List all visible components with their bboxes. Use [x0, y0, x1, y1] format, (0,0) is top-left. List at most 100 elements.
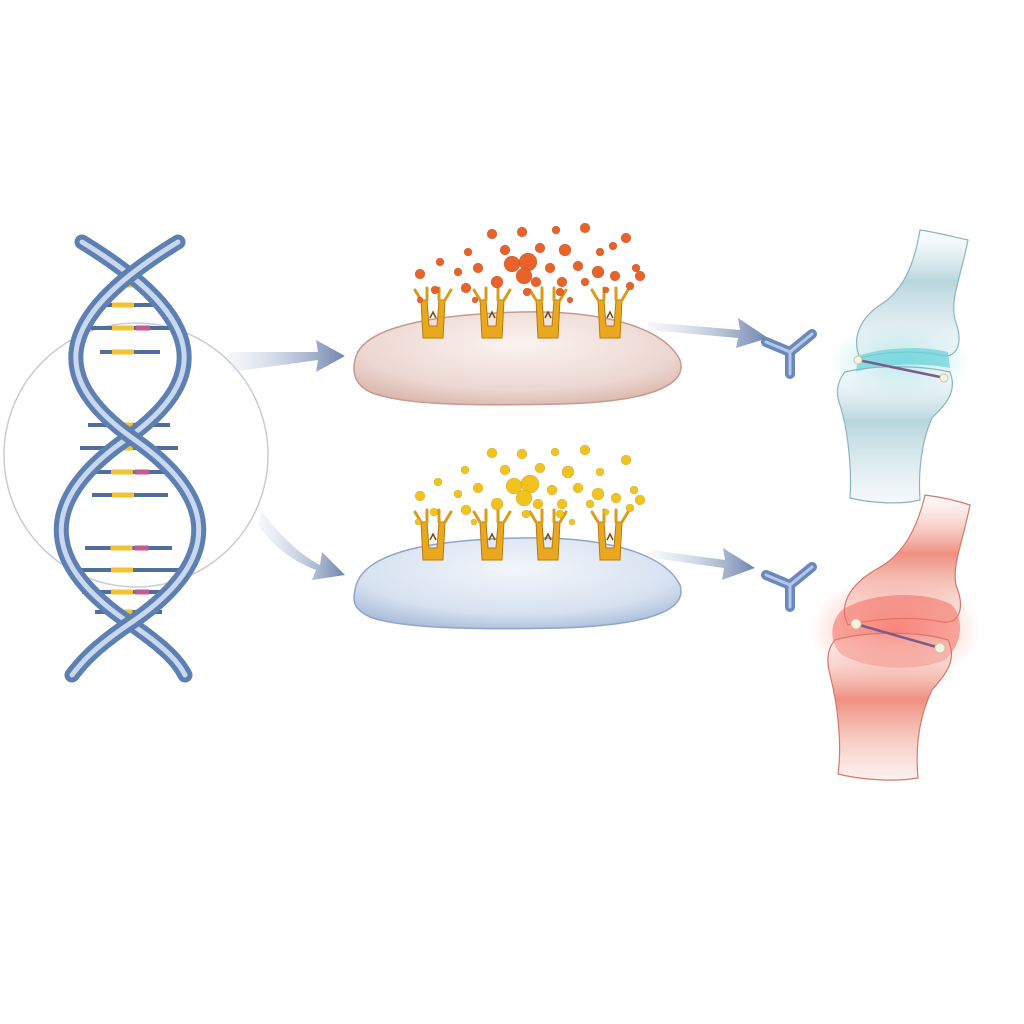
cytokine-particle — [595, 467, 605, 477]
cytokine-particle — [515, 267, 533, 285]
cell-surface-icon — [353, 311, 682, 406]
cytokine-particle — [414, 268, 426, 280]
receptor-icon — [472, 286, 512, 339]
cytokine-particle — [544, 262, 556, 274]
arrow-top-cell-to-antibody — [648, 318, 768, 348]
receptor-icon — [472, 508, 512, 561]
cytokine-particle — [460, 282, 472, 294]
arrow-bottom-cell-to-antibody — [652, 548, 755, 580]
zoom-circle — [3, 322, 269, 588]
particle-cloud-bottom — [414, 444, 646, 526]
receptor-icon — [413, 286, 453, 339]
cytokine-particle — [591, 265, 605, 279]
cytokine-particle — [579, 444, 591, 456]
cytokine-particle — [591, 487, 605, 501]
cytokine-particle — [556, 276, 568, 288]
cytokine-particle — [551, 225, 561, 235]
cytokine-particle — [609, 270, 621, 282]
cytokine-particle — [453, 489, 463, 499]
cytokine-particle — [558, 243, 572, 257]
cytokine-particle — [602, 508, 610, 516]
arrow-dna-to-top-cell — [228, 340, 345, 372]
cytokine-particle — [490, 497, 504, 511]
cytokine-particle — [516, 226, 528, 238]
particle-cloud-top — [414, 222, 646, 304]
receptor-group-bottom — [413, 508, 630, 561]
cell-surface-icon — [353, 537, 682, 630]
cytokine-particle — [620, 232, 632, 244]
cytokine-particle — [555, 287, 565, 297]
cytokine-particle — [550, 447, 560, 457]
cytokine-particle — [625, 503, 635, 513]
cytokine-particle — [516, 448, 528, 460]
cytokine-particle — [471, 296, 479, 304]
cytokine-particle — [580, 277, 590, 287]
cytokine-particle — [610, 492, 622, 504]
cytokine-particle — [453, 267, 463, 277]
receptor-icon — [413, 508, 453, 561]
cytokine-particle — [634, 494, 646, 506]
cartilage-band — [856, 348, 950, 372]
cytokine-particle — [486, 228, 498, 240]
arrow-dna-to-bottom-cell — [258, 512, 345, 580]
cytokine-particle — [463, 247, 473, 257]
cytokine-particle — [486, 447, 498, 459]
cytokine-particle — [566, 296, 574, 304]
cytokine-particle — [429, 507, 439, 517]
upper-bone — [856, 229, 969, 359]
cytokine-particle — [460, 465, 470, 475]
lower-bone — [836, 366, 953, 504]
healthy-joint-icon — [830, 229, 970, 504]
cytokine-particle — [546, 484, 558, 496]
dna-backbone-strand-1-highlight — [58, 239, 188, 678]
cytokine-particle — [572, 260, 584, 272]
cytokine-particle — [532, 498, 544, 510]
cytokine-particle — [414, 490, 426, 502]
cytokine-particle — [572, 482, 584, 494]
cytokine-particle — [634, 270, 646, 282]
receptor-group-top — [413, 286, 630, 339]
receptor-icon — [590, 508, 630, 561]
cell-top — [353, 222, 682, 406]
cytokine-particle — [490, 275, 504, 289]
cytokine-particle — [556, 498, 568, 510]
cytokine-particle — [534, 242, 546, 254]
cytokine-particle — [534, 462, 546, 474]
cytokine-particle — [620, 454, 632, 466]
receptor-icon — [528, 508, 568, 561]
cytokine-particle — [472, 262, 484, 274]
cytokine-particle — [522, 287, 532, 297]
cytokine-particle — [416, 296, 424, 304]
cytokine-particle — [472, 482, 484, 494]
cytokine-particle — [625, 281, 635, 291]
cytokine-particle — [499, 244, 511, 256]
dna-backbone-strand-2-highlight — [69, 239, 202, 678]
lower-bone — [827, 632, 953, 781]
cytokine-particle — [608, 241, 618, 251]
dna-base-pairs — [78, 282, 180, 615]
antibody-icon — [761, 562, 817, 612]
cytokine-particle — [595, 247, 605, 257]
cytokine-particle — [530, 276, 542, 288]
cytokine-particle — [470, 518, 478, 526]
cytokine-particle — [631, 263, 641, 273]
receptor-icon — [528, 286, 568, 339]
cytokine-particle — [585, 499, 595, 509]
cytokine-particle — [503, 255, 521, 273]
cytokine-particle — [521, 509, 531, 519]
dna-double-helix-icon — [53, 234, 207, 683]
antibody-icon — [761, 329, 817, 379]
cytokine-particle — [430, 285, 440, 295]
cytokine-particle — [435, 257, 445, 267]
cytokine-particle — [561, 465, 575, 479]
cytokine-particle — [579, 222, 591, 234]
cytokine-particle — [568, 518, 576, 526]
cytokine-particle — [629, 485, 639, 495]
cytokine-particle — [602, 286, 610, 294]
cytokine-particle — [515, 489, 533, 507]
cell-bottom — [353, 444, 682, 630]
cytokine-particle — [433, 477, 443, 487]
cytokine-particle — [414, 518, 422, 526]
inflamed-joint-icon — [810, 494, 980, 781]
